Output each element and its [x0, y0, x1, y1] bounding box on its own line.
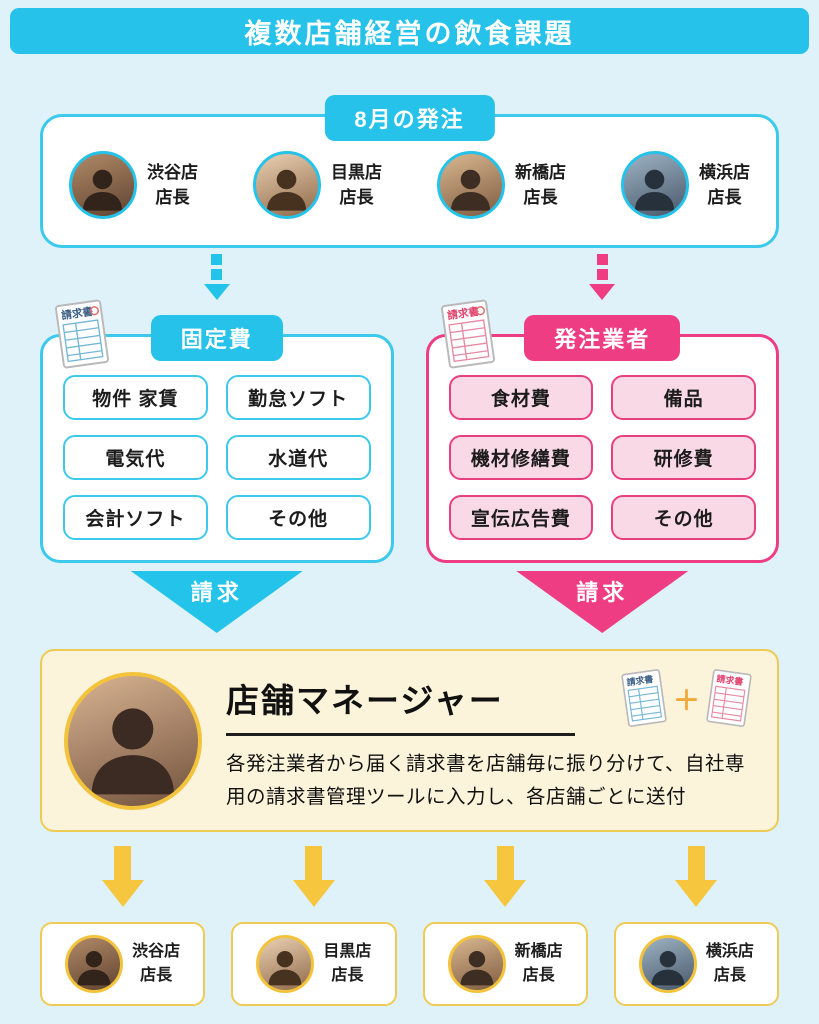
- down-arrow-icon: [484, 846, 527, 912]
- role-label: 店長: [155, 188, 190, 207]
- fixed-costs-badge: 固定費: [150, 315, 283, 361]
- store-manager-item: 渋谷店 店長: [69, 151, 198, 219]
- billing-arrow-pink: 請求: [516, 571, 689, 633]
- person-silhouette-icon: [451, 169, 491, 211]
- invoice-icon-label: 請求書: [60, 305, 94, 322]
- store-manager-item: 新橋店 店長: [437, 151, 566, 219]
- person-silhouette-icon: [77, 951, 111, 986]
- role-label: 店長: [339, 188, 374, 207]
- person-silhouette-icon: [91, 708, 175, 795]
- person-silhouette-icon: [635, 169, 675, 211]
- invoice-icon: 請求書: [55, 299, 109, 369]
- store-name: 横浜店: [705, 943, 754, 961]
- billing-label: 請求: [190, 580, 243, 605]
- dotted-arrow-down-pink-icon: [589, 254, 616, 306]
- avatar-shinbashi-manager: [447, 935, 506, 994]
- fixed-costs-items: 物件 家賃 勤怠ソフト 電気代 水道代 会計ソフト その他: [63, 375, 371, 540]
- invoice-icons-group: 請求書 ＋ 請求書: [618, 667, 755, 729]
- invoice-icon-label: 請求書: [446, 305, 480, 322]
- role-label: 店長: [140, 967, 173, 985]
- manager-avatar: [64, 671, 202, 810]
- cost-boxes-row: 請求書 固定費 物件 家賃 勤怠ソフト 電気代 水道代 会計ソフト その他: [40, 299, 779, 563]
- billing-label: 請求: [576, 580, 629, 605]
- manager-title: 店舗マネージャー: [226, 684, 504, 720]
- vendors-badge: 発注業者: [524, 315, 681, 361]
- invoice-icon: 請求書: [621, 669, 667, 727]
- plus-sign: ＋: [673, 685, 700, 716]
- person-silhouette-icon: [460, 951, 494, 986]
- store-manager-card: 新橋店 店長: [422, 922, 588, 1007]
- role-label: 店長: [707, 188, 742, 207]
- vendor-item: 食材費: [448, 375, 594, 420]
- store-managers-row: 渋谷店 店長 目黒店 店長 新橋店 店長: [69, 151, 750, 219]
- invoice-icon: 請求書: [706, 669, 752, 727]
- distribution-arrows-row: [40, 846, 779, 912]
- invoice-icon-label: 請求書: [716, 673, 744, 688]
- dotted-arrow-down-cyan-icon: [203, 254, 230, 306]
- fixed-cost-item: 水道代: [225, 435, 371, 480]
- person-silhouette-icon: [268, 951, 302, 986]
- store-name: 新橋店: [515, 162, 566, 182]
- fixed-cost-item: その他: [225, 495, 371, 540]
- avatar-shibuya-manager: [69, 151, 137, 219]
- role-label: 店長: [713, 967, 746, 985]
- store-name: 渋谷店: [132, 943, 181, 961]
- down-arrow-icon: [675, 846, 718, 912]
- store-name: 横浜店: [699, 162, 750, 182]
- person-silhouette-icon: [83, 169, 123, 211]
- dotted-arrows-row: [40, 254, 779, 306]
- fixed-cost-item: 勤怠ソフト: [225, 375, 371, 420]
- vendor-items: 食材費 備品 機材修繕費 研修費 宣伝広告費 その他: [448, 375, 756, 540]
- bottom-managers-row: 渋谷店 店長 目黒店 店長 新橋店 店長: [40, 922, 779, 1007]
- down-arrow-icon: [292, 846, 335, 912]
- invoice-icon-label: 請求書: [626, 673, 654, 688]
- avatar-meguro-manager: [253, 151, 321, 219]
- billing-arrow-cyan: 請求: [130, 571, 303, 633]
- avatar-shinbashi-manager: [437, 151, 505, 219]
- fixed-costs-box: 請求書 固定費 物件 家賃 勤怠ソフト 電気代 水道代 会計ソフト その他: [40, 299, 394, 563]
- store-name: 目黒店: [323, 943, 372, 961]
- store-manager-section: 店舗マネージャー 請求書 ＋: [40, 649, 779, 833]
- fixed-cost-item: 物件 家賃: [63, 375, 208, 420]
- vendor-item: 研修費: [611, 435, 756, 480]
- role-label: 店長: [522, 967, 555, 985]
- store-manager-card: 目黒店 店長: [231, 922, 397, 1007]
- down-arrow-icon: [101, 846, 144, 912]
- person-silhouette-icon: [651, 951, 685, 986]
- title-underline: [226, 733, 576, 736]
- manager-description: 各発注業者から届く請求書を店舗毎に振り分けて、自社専用の請求書管理ツールに入力し…: [226, 754, 746, 809]
- august-orders-box: 8月の発注 渋谷店 店長 目黒店 店長: [40, 95, 779, 248]
- store-manager-card: 横浜店 店長: [613, 922, 779, 1007]
- role-label: 店長: [331, 967, 364, 985]
- august-orders-badge: 8月の発注: [324, 95, 495, 141]
- page-title: 複数店舗経営の飲食課題: [10, 8, 809, 54]
- store-name: 目黒店: [331, 162, 382, 182]
- avatar-yokohama-manager: [638, 935, 697, 994]
- invoice-icon: 請求書: [440, 299, 495, 369]
- avatar-meguro-manager: [256, 935, 315, 994]
- person-silhouette-icon: [267, 169, 307, 211]
- role-label: 店長: [523, 188, 558, 207]
- vendor-item: 備品: [611, 375, 756, 420]
- avatar-yokohama-manager: [621, 151, 689, 219]
- store-manager-card: 渋谷店 店長: [40, 922, 206, 1007]
- fixed-cost-item: 会計ソフト: [63, 495, 208, 540]
- vendor-item: 機材修繕費: [448, 435, 594, 480]
- store-name: 新橋店: [514, 943, 563, 961]
- fixed-cost-item: 電気代: [63, 435, 208, 480]
- store-manager-item: 目黒店 店長: [253, 151, 382, 219]
- store-manager-item: 横浜店 店長: [621, 151, 750, 219]
- vendors-box: 請求書 発注業者 食材費 備品 機材修繕費 研修費 宣伝広告費 その他: [425, 299, 779, 563]
- avatar-shibuya-manager: [65, 935, 124, 994]
- page-title-text: 複数店舗経営の飲食課題: [244, 18, 575, 49]
- vendor-item: その他: [611, 495, 756, 540]
- vendor-item: 宣伝広告費: [448, 495, 594, 540]
- billing-arrows-row: 請求 請求: [40, 571, 779, 633]
- store-name: 渋谷店: [147, 162, 198, 182]
